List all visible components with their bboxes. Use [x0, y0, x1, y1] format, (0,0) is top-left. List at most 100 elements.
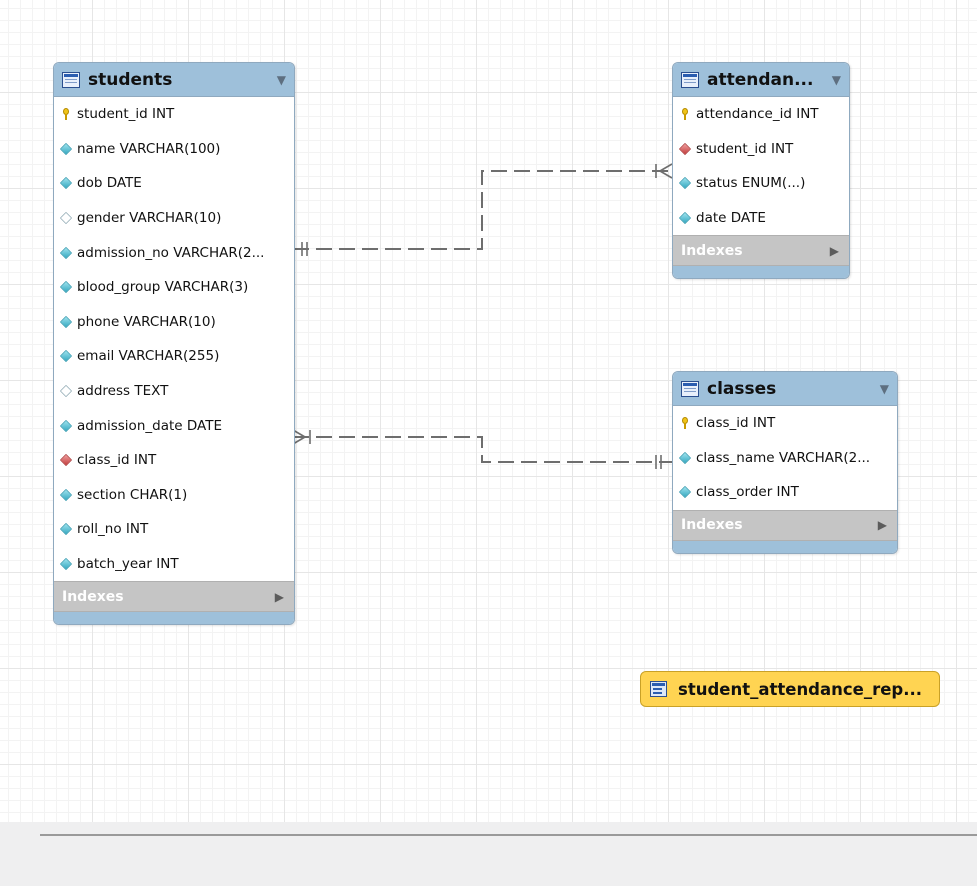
table-attendance[interactable]: attendan... ▼ attendance_id INT student_…: [672, 62, 850, 280]
column-row[interactable]: status ENUM(...): [673, 166, 849, 201]
column-icon: [678, 177, 692, 190]
table-icon: [681, 71, 699, 88]
table-title: classes: [707, 378, 777, 399]
table-title: students: [88, 69, 173, 90]
relationship-line: [293, 436, 672, 463]
column-label: admission_no VARCHAR(2...: [77, 244, 265, 261]
relationship-students-classes[interactable]: [292, 429, 672, 469]
collapse-icon[interactable]: ▼: [276, 72, 286, 87]
column-icon: [678, 211, 692, 225]
column-label: roll_no INT: [77, 521, 149, 538]
column-icon: [59, 488, 73, 501]
foreign-key-icon: [59, 454, 73, 467]
column-label: section CHAR(1): [77, 486, 188, 503]
collapse-icon[interactable]: ▼: [879, 381, 889, 396]
column-icon: [59, 281, 73, 294]
relationship-layer: [292, 163, 673, 469]
column-row[interactable]: class_id INT: [673, 406, 897, 441]
column-row[interactable]: gender VARCHAR(10): [54, 201, 294, 236]
column-label: class_name VARCHAR(2...: [696, 449, 871, 466]
expand-icon[interactable]: ▶: [274, 589, 284, 604]
column-icon: [59, 246, 73, 259]
column-row[interactable]: address TEXT: [54, 374, 294, 409]
nullable-column-icon: [59, 384, 73, 398]
indexes-section[interactable]: Indexes ▶: [673, 235, 849, 266]
column-row[interactable]: admission_no VARCHAR(2...: [54, 235, 294, 270]
table-icon: [681, 380, 699, 397]
table-header[interactable]: attendan... ▼: [673, 63, 849, 97]
column-icon: [59, 315, 73, 328]
column-row[interactable]: class_name VARCHAR(2...: [673, 441, 897, 476]
column-label: name VARCHAR(100): [77, 140, 221, 157]
column-icon: [59, 419, 73, 432]
foreign-key-icon: [678, 142, 692, 156]
indexes-label: Indexes: [681, 242, 743, 259]
column-row[interactable]: email VARCHAR(255): [54, 339, 294, 374]
column-label: student_id INT: [77, 106, 175, 123]
table-classes[interactable]: classes ▼ class_id INT class_name VARCHA…: [672, 371, 898, 554]
column-row[interactable]: class_order INT: [673, 475, 897, 510]
column-row[interactable]: blood_group VARCHAR(3): [54, 270, 294, 305]
column-row[interactable]: attendance_id INT: [673, 97, 849, 132]
expand-icon[interactable]: ▶: [829, 243, 839, 258]
column-row[interactable]: class_id INT: [54, 443, 294, 478]
indexes-section[interactable]: Indexes ▶: [54, 581, 294, 612]
column-label: status ENUM(...): [696, 175, 806, 192]
bottom-panel: [0, 822, 977, 886]
crowfoot-mark: [292, 429, 306, 438]
column-icon: [59, 557, 73, 571]
column-row[interactable]: batch_year INT: [54, 547, 294, 582]
expand-icon[interactable]: ▶: [877, 518, 887, 533]
column-row[interactable]: admission_date DATE: [54, 408, 294, 443]
indexes-section[interactable]: Indexes ▶: [673, 509, 897, 540]
column-row[interactable]: roll_no INT: [54, 512, 294, 547]
view-title: student_attendance_rep...: [678, 679, 923, 699]
column-label: blood_group VARCHAR(3): [77, 279, 249, 296]
nullable-column-icon: [59, 211, 73, 225]
column-label: attendance_id INT: [696, 106, 819, 123]
column-label: student_id INT: [696, 140, 794, 157]
table-title: attendan...: [707, 69, 814, 90]
column-row[interactable]: date DATE: [673, 201, 849, 236]
column-label: admission_date DATE: [77, 417, 222, 434]
column-label: class_id INT: [696, 415, 776, 432]
crowfoot-mark: [659, 170, 673, 179]
column-label: class_order INT: [696, 484, 799, 501]
column-row[interactable]: section CHAR(1): [54, 478, 294, 513]
relationship-line: [293, 170, 672, 250]
column-row[interactable]: phone VARCHAR(10): [54, 305, 294, 340]
column-row[interactable]: dob DATE: [54, 166, 294, 201]
column-label: email VARCHAR(255): [77, 348, 220, 365]
column-icon: [678, 451, 692, 465]
table-students[interactable]: students ▼ student_id INT name VARCHAR(1…: [53, 62, 295, 626]
primary-key-icon: [679, 108, 691, 121]
column-icon: [59, 177, 73, 190]
column-row[interactable]: student_id INT: [54, 97, 294, 132]
column-icon: [59, 523, 73, 536]
column-label: dob DATE: [77, 175, 142, 192]
table-footer: [673, 539, 897, 553]
collapse-icon[interactable]: ▼: [831, 72, 841, 87]
panel-divider: [40, 834, 977, 836]
table-header[interactable]: students ▼: [54, 63, 294, 97]
view-icon: [650, 681, 667, 697]
column-icon: [59, 142, 73, 156]
primary-key-icon: [60, 108, 72, 121]
diagram-canvas[interactable]: students ▼ student_id INT name VARCHAR(1…: [0, 0, 977, 822]
column-label: date DATE: [696, 210, 766, 227]
primary-key-icon: [679, 417, 691, 430]
relationship-students-attendance[interactable]: [293, 163, 673, 256]
indexes-label: Indexes: [62, 588, 124, 605]
crowfoot-mark: [659, 163, 673, 172]
column-row[interactable]: name VARCHAR(100): [54, 132, 294, 167]
column-label: class_id INT: [77, 452, 157, 469]
column-row[interactable]: student_id INT: [673, 132, 849, 167]
view-student-attendance-report[interactable]: student_attendance_rep...: [640, 671, 940, 707]
column-label: phone VARCHAR(10): [77, 313, 216, 330]
table-footer: [673, 265, 849, 279]
column-label: address TEXT: [77, 383, 169, 400]
crowfoot-mark: [292, 436, 306, 445]
table-icon: [62, 71, 80, 88]
table-header[interactable]: classes ▼: [673, 372, 897, 406]
column-icon: [678, 486, 692, 499]
